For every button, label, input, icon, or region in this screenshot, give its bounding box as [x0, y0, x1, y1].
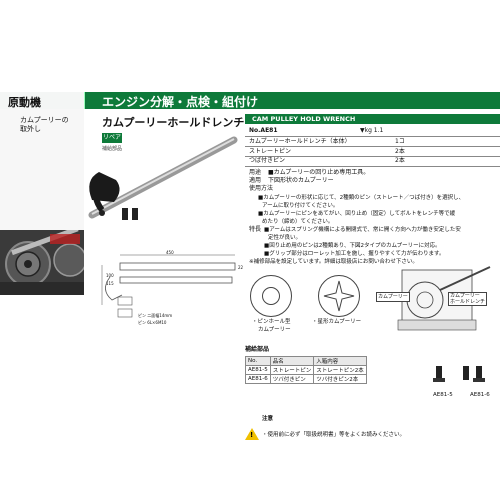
parts-table: No. 品名 入箱内容 AE81-5 ストレートピン ストレートピン2本 AE8…: [245, 356, 367, 384]
pinhole-type-line1: ・ピンホール型: [252, 319, 291, 325]
wrench-callout: カムプーリー ホールドレンチ: [448, 292, 488, 306]
spec-divider: [245, 136, 500, 137]
dim-d3: 115: [106, 281, 114, 286]
table-header: 品名: [269, 356, 315, 366]
method-line: アームに取り付けてください。: [262, 203, 339, 209]
feature-line: ■回り止め用のピンは2種類あり、下図2タイプのカムプーリーに対応。: [264, 243, 441, 249]
badge-subtext: 補給部品: [102, 146, 123, 152]
table-cell: ツバ付きピン: [269, 374, 315, 384]
caution-exclamation-icon: !: [250, 431, 254, 439]
apply-text: 下図形状のカムプーリー: [268, 177, 334, 184]
spec-item-1-name: カムプーリーホールドレンチ（本体）: [249, 138, 351, 145]
table-row: AE81-6 ツバ付きピン ツバ付きピン2本: [245, 374, 367, 384]
header-bar: [0, 92, 500, 109]
star-type-label: ・星形カムプーリー: [312, 319, 362, 325]
pin-label-a: AE81-5: [433, 392, 453, 398]
table-header-row: No. 品名 入箱内容: [245, 356, 367, 366]
pins-photo: [433, 366, 485, 382]
wrench-illustration: [88, 136, 238, 220]
left-title-line1: カムプーリーの: [20, 116, 69, 124]
spec-item-3-qty: 2本: [395, 157, 405, 164]
table-header: 入箱内容: [313, 356, 367, 366]
star-pulley-spokes: [323, 280, 355, 312]
pin-note-1: ピン 二面幅14mm: [138, 313, 173, 318]
spec-item-1-qty: 1コ: [395, 138, 405, 145]
category-label: 原動機: [8, 96, 41, 109]
pinhole-type-line2: カムプーリー: [258, 327, 291, 333]
spec-divider: [245, 156, 500, 157]
spec-divider: [245, 146, 500, 147]
caution-icon: [245, 428, 259, 440]
table-cell: AE81-5: [245, 365, 271, 375]
spec-english-title: CAM PULLEY HOLD WRENCH: [252, 115, 356, 123]
dimension-drawing: [101, 254, 236, 318]
wrench-callout-line2: ホールドレンチ: [450, 299, 486, 305]
pin-note-2: ピン 6L×6M10: [138, 320, 167, 325]
left-title-line2: 取外し: [20, 125, 41, 133]
spec-item-2-name: ストレートピン: [249, 148, 292, 155]
caution-text: ・使用前に必ず「取扱説明書」等をよくお読みください。: [262, 432, 406, 438]
spec-header-bar: [245, 114, 500, 124]
feature-line: ■アームはスプリング機構による開閉式で、常に開く方向へ力が働き安定した安: [264, 227, 461, 233]
dim-d1: 22: [238, 265, 244, 270]
product-title: カムプーリーホールドレンチ: [102, 116, 245, 129]
spec-item-3-name: つば付きピン: [249, 157, 286, 164]
feature-label: 特長: [249, 226, 262, 233]
table-cell: AE81-6: [245, 374, 271, 384]
table-row: AE81-5 ストレートピン ストレートピン2本: [245, 365, 367, 375]
feature-line: ■グリップ部分はローレット加工を施し、握りやすくて力が伝わります。: [264, 251, 445, 257]
caution-title: 注意: [262, 416, 274, 422]
feature-line: 定性が良い。: [268, 235, 302, 241]
wrench-callout-line1: カムプーリー: [450, 293, 480, 299]
category-box: [0, 92, 85, 109]
star-pulley-diagram: [318, 275, 360, 317]
usage-label: 用途: [249, 169, 262, 176]
engine-photo: [0, 230, 84, 295]
spec-item-2-qty: 2本: [395, 148, 405, 155]
pinhole-pulley-hub: [262, 287, 280, 305]
repair-note: ※補修部品を設定しています。詳細は取扱店にお問い合わせ下さい。: [249, 259, 418, 265]
dim-length: 450: [166, 250, 174, 255]
dim-d2: 100: [106, 273, 114, 278]
usage-illustration: [397, 266, 491, 331]
table-header: No.: [245, 356, 271, 366]
section-title: エンジン分解・点検・組付け: [102, 95, 259, 109]
spec-divider: [245, 166, 500, 167]
table-cell: ストレートピン2本: [313, 365, 367, 375]
table-cell: ストレートピン: [269, 365, 315, 375]
apply-label: 適用: [249, 177, 262, 184]
pulley-callout: カムプーリー: [376, 292, 410, 302]
method-label: 使用方法: [249, 185, 274, 192]
weight: ▼kg 1.1: [360, 127, 384, 134]
method-line: ■カムプーリーの形状に応じて、2種類のピン（ストレート／つば付き）を選択し、: [258, 195, 465, 201]
pin-label-b: AE81-6: [470, 392, 490, 398]
pinhole-pulley-diagram: [250, 275, 292, 317]
table-cell: ツバ付きピン2本: [313, 374, 367, 384]
usage-text: ■カムプーリーの回り止め専用工具。: [268, 169, 370, 176]
method-line: めたり（締め）てください。: [262, 219, 334, 225]
model-number: No.AE81: [249, 127, 278, 134]
parts-title: 補給部品: [245, 346, 270, 353]
method-line: ■カムプーリーにピンをあてがい、回り止め（固定）してボルトをレンチ等で緩: [258, 211, 456, 217]
repair-badge: リペア: [102, 133, 122, 143]
left-title: カムプーリーの 取外し: [20, 116, 69, 134]
